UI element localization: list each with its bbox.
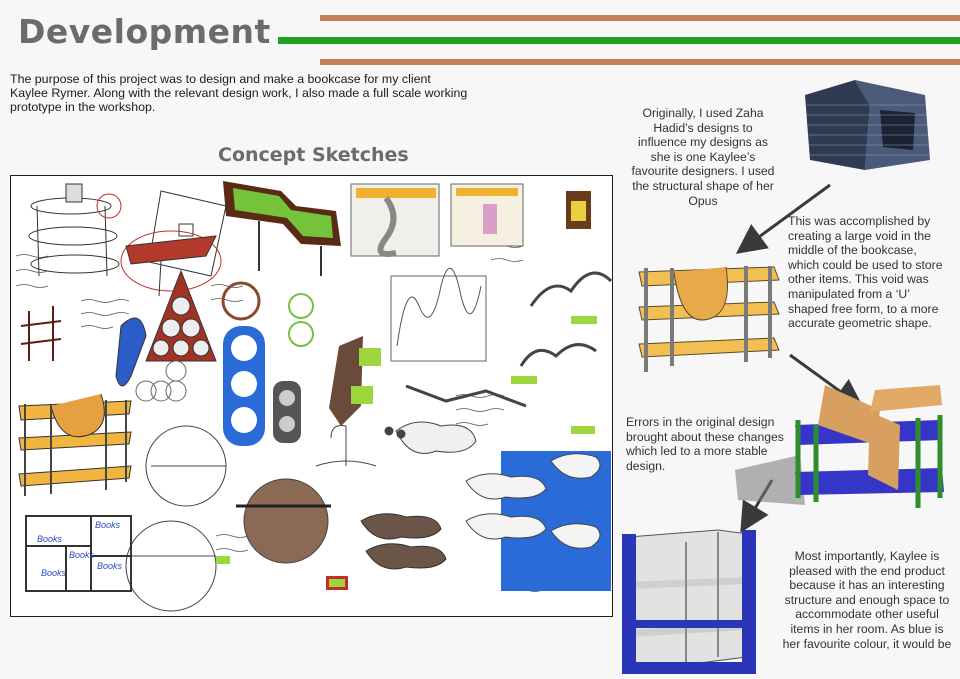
red-shelf-sketch [20, 306, 62, 361]
blue-ring-tower-sketch [223, 326, 265, 446]
square-panel-sketch [148, 190, 227, 277]
note-void: This was accomplished by creating a larg… [788, 214, 943, 331]
concept-sketches-panel: Books Books Books Books Books [10, 175, 613, 617]
top-rule-brown [320, 15, 960, 21]
wave-bookcase-render [638, 266, 780, 372]
sketch-label-books-4: Books [41, 568, 67, 578]
sketch-label-books-3: Books [69, 550, 95, 560]
intro-paragraph: The purpose of this project was to desig… [10, 72, 468, 114]
note-errors: Errors in the original design brought ab… [626, 415, 784, 473]
arrow-2 [789, 353, 865, 409]
wave-graph-sketch [390, 267, 487, 362]
sketches-drawing [15, 181, 612, 612]
yellow-wave-bookcase-sketch [18, 393, 132, 496]
sketch-label-books-2: Books [95, 520, 121, 530]
triangle-rack-sketch [145, 269, 217, 362]
sketch-label-books-5: Books [97, 561, 123, 571]
grey-ring-tower-sketch [273, 293, 314, 443]
concept-sketches-heading: Concept Sketches [218, 144, 409, 166]
tower-sketch [28, 183, 120, 277]
yellow-frame-renders [350, 183, 591, 257]
hanger-sketch [315, 425, 406, 467]
circle-row-sketch [135, 360, 187, 402]
outline-bookcase-sketch [25, 515, 132, 592]
opus-building-image [805, 80, 930, 170]
arm-sketches [405, 271, 612, 408]
final-bookcase-render [622, 529, 756, 674]
page-title: Development [18, 12, 271, 51]
round-shelf-sketches [125, 425, 331, 612]
bottom-rule-brown [320, 59, 960, 65]
cloud-shelf-sketches [360, 421, 611, 591]
colour-bookcase-render [735, 385, 944, 508]
note-client-pleased: Most importantly, Kaylee is pleased with… [782, 549, 952, 651]
note-inspiration: Originally, I used Zaha Hadid’s designs … [631, 106, 775, 208]
sketch-label-books-1: Books [37, 534, 63, 544]
zigzag-shelf-render [223, 181, 341, 276]
brown-twist-sketch [329, 336, 381, 426]
blue-s-sketch [115, 317, 147, 387]
red-table-sketch [125, 235, 217, 265]
middle-rule-green [278, 37, 960, 44]
arrow-1 [735, 183, 831, 254]
